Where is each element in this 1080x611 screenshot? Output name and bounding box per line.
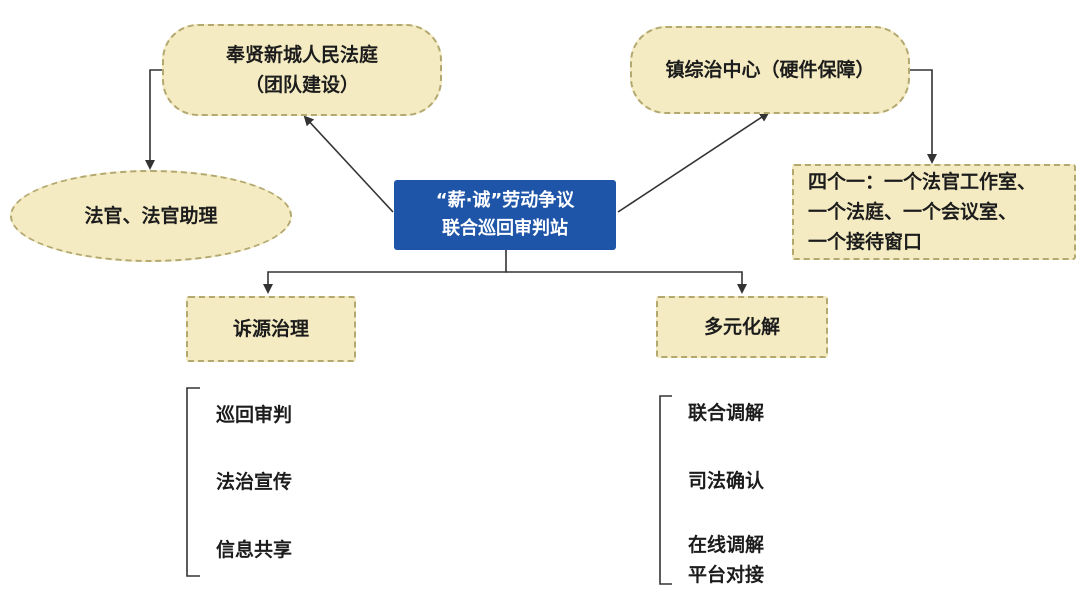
- source-governance-label: 诉源治理: [232, 318, 309, 340]
- bracket-source-governance: [186, 387, 200, 577]
- list-item-legal-publicity: 法治宣传: [216, 471, 293, 493]
- center-node: “薪·诚”劳动争议 联合巡回审判站: [394, 180, 616, 250]
- judges-label: 法官、法官助理: [84, 205, 218, 227]
- arrow-center-to-court: [303, 115, 394, 213]
- arrow-center-to-source-governance: [263, 250, 507, 294]
- judges-node: 法官、法官助理: [10, 170, 292, 262]
- four-ones-label: 四个一：一个法官工作室、 一个法庭、一个会议室、 一个接待窗口: [808, 171, 1037, 253]
- diversified-resolution-node: 多元化解: [656, 296, 828, 358]
- center-label: “薪·诚”劳动争议 联合巡回审判站: [435, 190, 575, 239]
- list-item-circuit-trial: 巡回审判: [216, 404, 293, 426]
- town-center-label: 镇综治中心（硬件保障）: [665, 59, 875, 81]
- town-center-node: 镇综治中心（硬件保障）: [630, 26, 910, 114]
- court-label: 奉贤新城人民法庭 （团队建设）: [225, 44, 378, 96]
- court-node: 奉贤新城人民法庭 （团队建设）: [162, 24, 442, 116]
- source-governance-node: 诉源治理: [186, 296, 356, 362]
- list-item-information-sharing: 信息共享: [216, 539, 293, 561]
- diversified-resolution-label: 多元化解: [703, 316, 780, 338]
- arrow-town-center-to-four-ones: [910, 69, 937, 164]
- arrow-court-to-judges: [145, 69, 162, 170]
- arrow-center-to-town-center: [617, 111, 770, 213]
- arrow-center-to-diversified-resolution: [506, 271, 747, 294]
- list-item-judicial-confirmation: 司法确认: [688, 470, 765, 492]
- four-ones-node: 四个一：一个法官工作室、 一个法庭、一个会议室、 一个接待窗口: [792, 164, 1076, 260]
- bracket-diversified-resolution: [659, 395, 672, 585]
- list-item-joint-mediation: 联合调解: [688, 402, 765, 424]
- list-item-online-mediation: 在线调解 平台对接: [688, 534, 765, 586]
